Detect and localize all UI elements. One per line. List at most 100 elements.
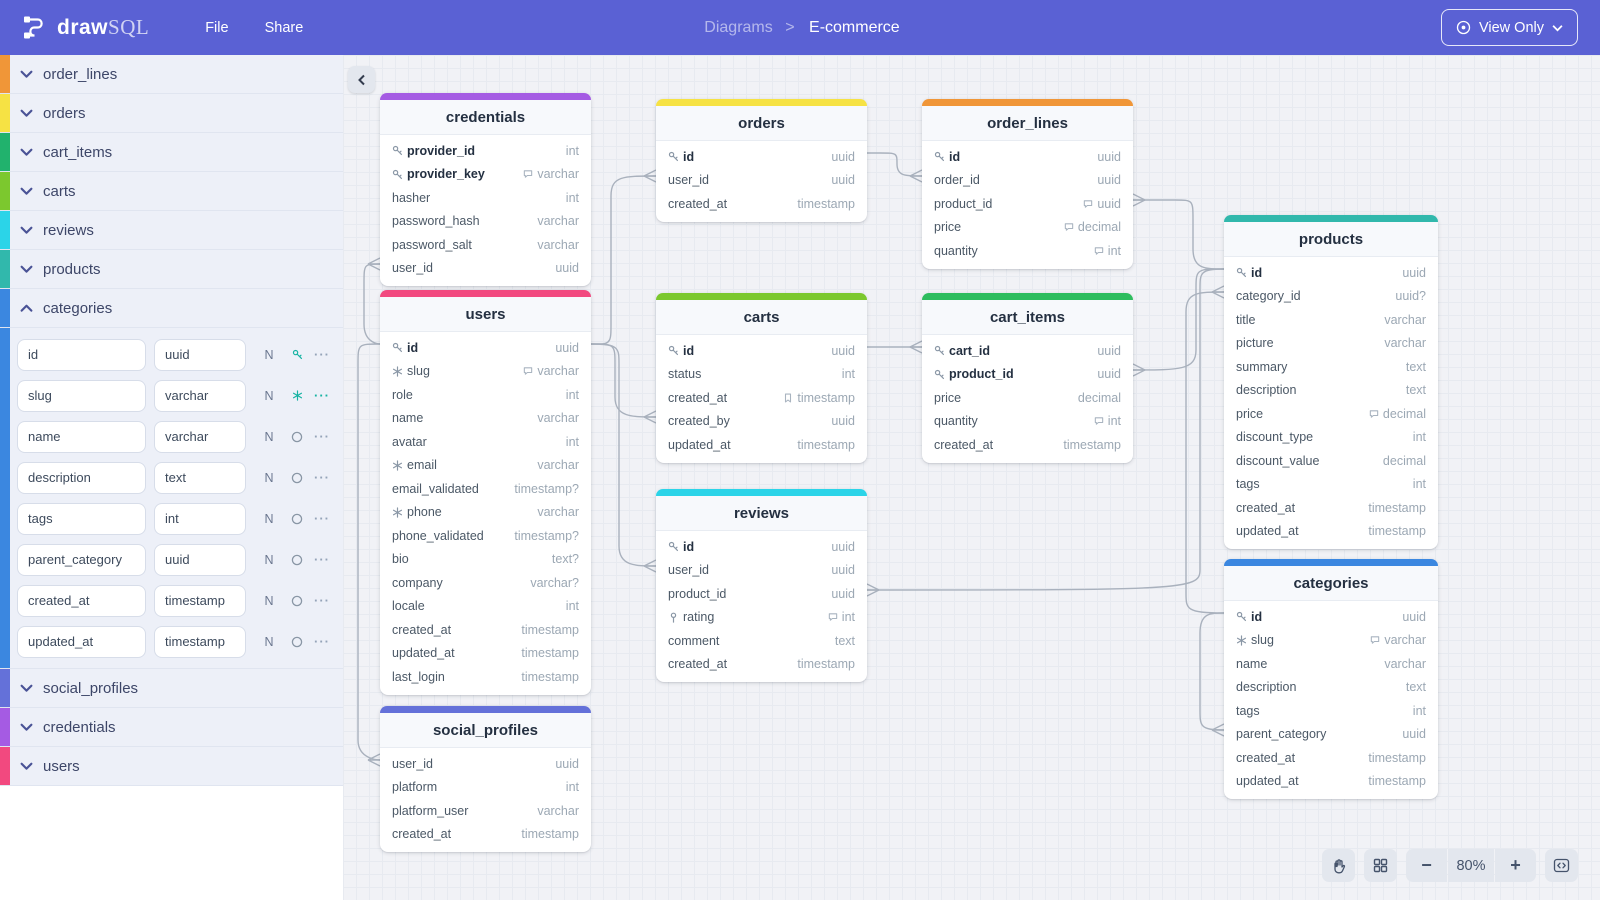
- sidebar-item-cart_items[interactable]: cart_items: [0, 133, 343, 172]
- field-type-input[interactable]: [154, 379, 246, 412]
- embed-code-button[interactable]: [1545, 849, 1578, 882]
- field-name-input[interactable]: [17, 584, 146, 617]
- table-color-strip: [0, 250, 10, 288]
- drawsql-logo-icon: [24, 16, 43, 39]
- sidebar-item-orders[interactable]: orders: [0, 94, 343, 133]
- sidebar-item-reviews[interactable]: reviews: [0, 211, 343, 250]
- field-type-input[interactable]: [154, 584, 246, 617]
- table-node-orders[interactable]: orders id uuid user_id uuid created_at t…: [656, 99, 867, 222]
- field-type: timestamp: [797, 437, 855, 452]
- field-type: text: [834, 633, 855, 648]
- key-icon: [934, 345, 945, 356]
- sidebar-item-users[interactable]: users: [0, 747, 343, 786]
- field-name: id: [1236, 610, 1262, 624]
- field-name: id: [934, 150, 960, 164]
- sidebar-item-social_profiles[interactable]: social_profiles: [0, 669, 343, 708]
- field-menu-button[interactable]: ···: [314, 552, 330, 567]
- field-name: created_at: [392, 622, 452, 637]
- field-name: name: [392, 411, 424, 426]
- sidebar-item-products[interactable]: products: [0, 250, 343, 289]
- menu-file[interactable]: File: [205, 19, 229, 36]
- sidebar-item-categories[interactable]: categories: [0, 289, 343, 328]
- key-icon[interactable]: [284, 349, 310, 360]
- table-field-row: created_at timestamp: [656, 386, 867, 410]
- view-only-button[interactable]: View Only: [1440, 9, 1578, 46]
- sidebar-item-label: categories: [43, 299, 113, 317]
- sidebar-item-label: users: [43, 757, 80, 775]
- diagram-canvas[interactable]: credentials provider_id int provider_key…: [343, 55, 1600, 900]
- field-type-input[interactable]: [154, 543, 246, 576]
- circle-icon[interactable]: [284, 472, 310, 484]
- grid-view-button[interactable]: [1364, 849, 1397, 882]
- field-name: slug: [1236, 633, 1274, 647]
- snowflake-icon[interactable]: [284, 390, 310, 401]
- field-menu-button[interactable]: ···: [314, 429, 330, 444]
- field-name-input[interactable]: [17, 420, 146, 453]
- table-field-row: price decimal: [922, 386, 1133, 410]
- field-name-input[interactable]: [17, 379, 146, 412]
- sidebar-collapse-button[interactable]: [348, 66, 375, 93]
- table-title: cart_items: [922, 300, 1133, 335]
- circle-icon[interactable]: [284, 595, 310, 607]
- table-node-users[interactable]: users id uuid slug varchar role int name…: [380, 290, 591, 695]
- table-color-strip: [922, 99, 1133, 106]
- field-menu-button[interactable]: ···: [314, 634, 330, 649]
- drawsql-logo[interactable]: drawSQL: [20, 14, 149, 41]
- table-node-reviews[interactable]: reviews id uuid user_id uuid product_id …: [656, 489, 867, 682]
- table-color-strip: [656, 99, 867, 106]
- field-type: varchar: [523, 167, 579, 181]
- table-node-cart_items[interactable]: cart_items cart_id uuid product_id uuid …: [922, 293, 1133, 463]
- table-field-row: last_login timestamp: [380, 665, 591, 689]
- field-menu-button[interactable]: ···: [314, 388, 330, 403]
- field-name-input[interactable]: [17, 543, 146, 576]
- table-field-row: comment text: [656, 629, 867, 653]
- circle-icon[interactable]: [284, 636, 310, 648]
- field-type: timestamp: [521, 669, 579, 684]
- field-menu-button[interactable]: ···: [314, 511, 330, 526]
- field-type-input[interactable]: [154, 420, 246, 453]
- zoom-out-button[interactable]: −: [1406, 849, 1447, 882]
- field-type-input[interactable]: [154, 625, 246, 658]
- table-node-carts[interactable]: carts id uuid status int created_at time…: [656, 293, 867, 463]
- pan-hand-button[interactable]: [1322, 849, 1355, 882]
- field-name-input[interactable]: [17, 338, 146, 371]
- table-node-products[interactable]: products id uuid category_id uuid? title…: [1224, 215, 1438, 549]
- snowflake-icon: [392, 460, 403, 471]
- table-field-row: created_at timestamp: [1224, 746, 1438, 770]
- circle-icon[interactable]: [284, 513, 310, 525]
- table-title: reviews: [656, 496, 867, 531]
- field-name: product_id: [934, 367, 1014, 381]
- sidebar-item-credentials[interactable]: credentials: [0, 708, 343, 747]
- field-menu-button[interactable]: ···: [314, 470, 330, 485]
- zoom-in-button[interactable]: +: [1495, 849, 1536, 882]
- table-node-order_lines[interactable]: order_lines id uuid order_id uuid produc…: [922, 99, 1133, 269]
- field-name: created_at: [1236, 500, 1296, 515]
- comment-icon: [1064, 222, 1074, 232]
- table-field-row: cart_id uuid: [922, 339, 1133, 363]
- field-name-input[interactable]: [17, 625, 146, 658]
- table-title: social_profiles: [380, 713, 591, 748]
- field-menu-button[interactable]: ···: [314, 347, 330, 362]
- table-node-categories[interactable]: categories id uuid slug varchar name var…: [1224, 559, 1438, 799]
- field-name: company: [392, 575, 443, 590]
- field-type: varchar: [1384, 312, 1426, 327]
- field-type-input[interactable]: [154, 461, 246, 494]
- table-node-social_profiles[interactable]: social_profiles user_id uuid platform in…: [380, 706, 591, 852]
- table-color-strip: [380, 290, 591, 297]
- circle-icon[interactable]: [284, 554, 310, 566]
- field-type-input[interactable]: [154, 502, 246, 535]
- sidebar-item-carts[interactable]: carts: [0, 172, 343, 211]
- field-name-input[interactable]: [17, 461, 146, 494]
- sidebar-item-order_lines[interactable]: order_lines: [0, 55, 343, 94]
- field-name: email_validated: [392, 481, 479, 496]
- field-type: int: [565, 190, 579, 205]
- field-name: last_login: [392, 669, 445, 684]
- table-field-row: id uuid: [1224, 261, 1438, 285]
- field-type-input[interactable]: [154, 338, 246, 371]
- table-field-row: id uuid: [1224, 605, 1438, 629]
- field-menu-button[interactable]: ···: [314, 593, 330, 608]
- circle-icon[interactable]: [284, 431, 310, 443]
- field-name-input[interactable]: [17, 502, 146, 535]
- table-node-credentials[interactable]: credentials provider_id int provider_key…: [380, 93, 591, 286]
- menu-share[interactable]: Share: [264, 19, 304, 36]
